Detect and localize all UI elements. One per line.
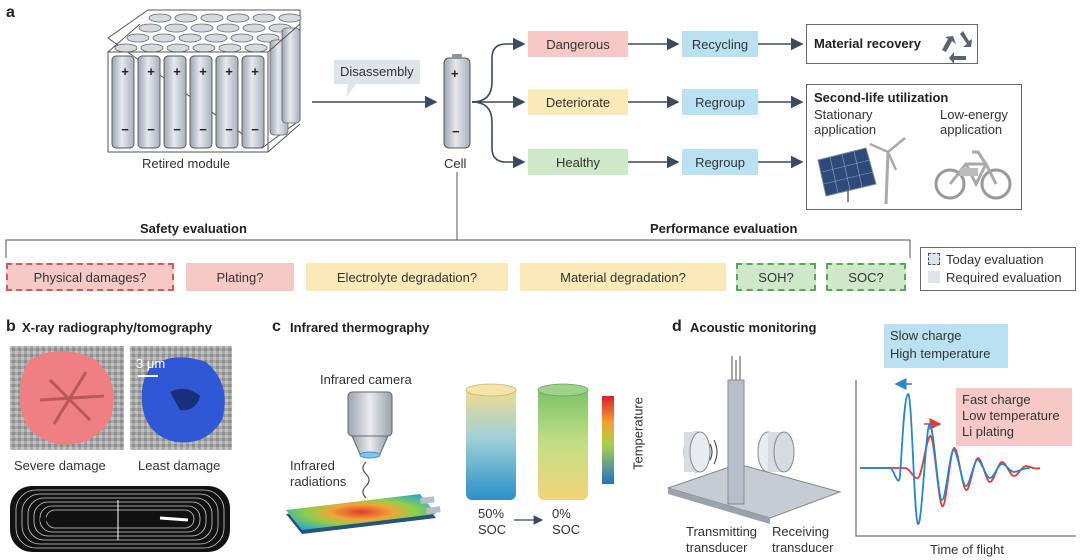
legend-today-swatch [928,253,940,265]
transmitting-line2: transducer [686,540,748,555]
plus-sign: + [147,64,155,79]
scale-bar-label: 3 μm [136,356,166,371]
least-damage-label: Least damage [138,458,221,473]
stationary-line2: application [814,122,877,137]
cell-minus: − [452,124,460,139]
plus-sign: + [173,64,181,79]
soc0-line1: 0% [552,506,571,521]
state-dangerous: Dangerous [528,31,628,57]
eval-soc: SOC? [826,263,906,291]
eval-soh: SOH? [736,263,816,291]
stationary-line1: Stationary [814,107,873,122]
time-of-flight-label: Time of flight [930,542,1004,557]
disassembly-label: Disassembly [340,64,414,79]
lowenergy-line2: application [940,122,1003,137]
module-plus-row: + + + + + + [112,64,268,79]
minus-sign: − [121,122,129,137]
retired-module-label: Retired module [142,156,231,171]
receiving-line1: Receiving [772,524,830,539]
material-recovery-label: Material recovery [814,36,921,51]
panel-a-letter: a [6,4,15,21]
minus-sign: − [251,122,259,137]
plus-sign: + [121,64,129,79]
cell-label: Cell [444,156,467,171]
performance-evaluation-label: Performance evaluation [650,221,798,236]
evaluation-legend [920,247,1076,291]
panel-c-title: Infrared thermography [290,320,430,335]
fast-charge-callout [956,388,1072,446]
panel-b-title: X-ray radiography/tomography [22,320,212,335]
panel-d-title: Acoustic monitoring [690,320,817,335]
soc50-line2: SOC [478,522,507,537]
eval-material-degradation: Material degradation? [520,263,726,291]
legend-required-label: Required evaluation [946,270,1062,285]
eval-plating: Plating? [186,263,294,291]
plus-sign: + [251,64,259,79]
lowenergy-line1: Low-energy [940,107,1008,122]
cell-plus: + [451,66,459,81]
legend-required-swatch [928,271,940,283]
infrared-radiations-line2: radiations [290,474,347,489]
state-deteriorate: Deteriorate [528,89,628,115]
receiving-line2: transducer [772,540,834,555]
eval-electrolyte-degradation: Electrolyte degradation? [306,263,508,291]
safety-evaluation-label: Safety evaluation [140,221,247,236]
transmitting-line1: Transmitting [686,524,758,539]
panel-b-letter: b [6,318,16,335]
fast-charge-line1: Fast charge [962,392,1031,407]
soc0-line2: SOC [552,522,581,537]
panel-c-letter: c [272,318,281,335]
infrared-radiations-line1: Infrared [290,458,335,473]
soc50-line1: 50% [478,506,505,521]
action-regroup: Regroup [682,149,758,175]
minus-sign: − [199,122,207,137]
slow-charge-callout [884,324,1008,368]
slow-charge-line1: Slow charge [890,328,962,343]
action-regroup: Regroup [682,89,758,115]
minus-sign: − [147,122,155,137]
panel-d-letter: d [672,318,682,335]
plus-sign: + [199,64,207,79]
fast-charge-line2: Low temperature [962,408,1060,423]
minus-sign: − [225,122,233,137]
action-recycling: Recycling [682,31,758,57]
eval-physical-damages: Physical damages? [6,263,174,291]
severe-damage-label: Severe damage [14,458,106,473]
infrared-camera-label: Infrared camera [320,372,412,387]
state-healthy: Healthy [528,149,628,175]
fast-charge-line3: Li plating [962,424,1015,439]
second-life-title: Second-life utilization [814,90,949,105]
slow-charge-line2: High temperature [890,346,991,361]
legend-today-label: Today evaluation [946,252,1044,267]
minus-sign: − [173,122,181,137]
plus-sign: + [225,64,233,79]
module-minus-row: − − − − − − [112,122,268,137]
